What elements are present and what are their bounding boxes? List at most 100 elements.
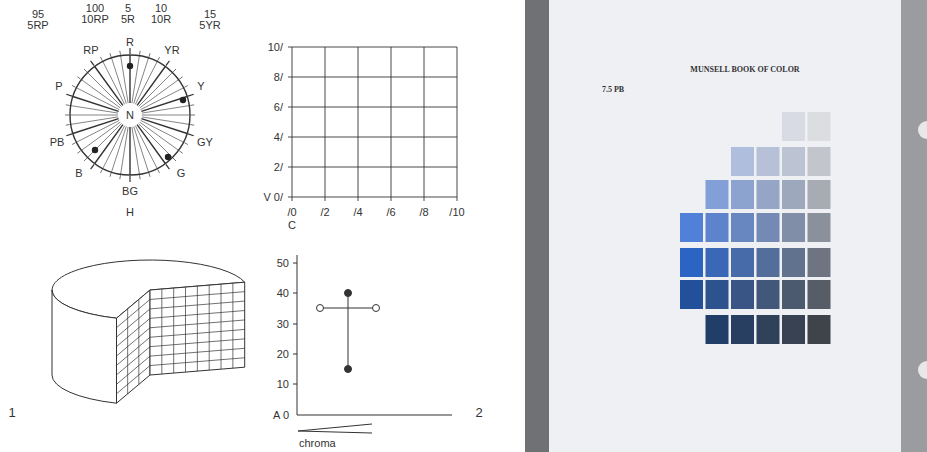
- binder-notch: [918, 361, 927, 379]
- chroma-range: [320, 308, 376, 309]
- axis-label: 10R: [151, 14, 171, 25]
- hue-dot: [92, 147, 98, 153]
- hue-spoke: [134, 58, 149, 104]
- axis-label: /6: [386, 207, 395, 218]
- hue-spoke: [88, 73, 122, 107]
- hue-spoke: [70, 115, 118, 116]
- axis-label: /10: [449, 207, 464, 218]
- axis-label: 10RP: [81, 14, 109, 25]
- colour-chip: [782, 213, 805, 242]
- hue-spoke: [142, 115, 190, 116]
- axis-label: chroma: [299, 438, 336, 449]
- hue-spoke: [141, 119, 187, 134]
- axis-label: 100: [86, 3, 104, 14]
- colour-chips: [680, 112, 831, 344]
- hue-tick: [188, 94, 194, 96]
- hue-spoke: [112, 126, 127, 172]
- axis-label: 5YR: [199, 20, 220, 31]
- hue-tick: [66, 124, 70, 126]
- axis-label: GY: [197, 137, 213, 148]
- axis-label: YR: [164, 45, 179, 56]
- grid-line: [292, 47, 293, 201]
- grid-line: [288, 77, 457, 78]
- hue-spoke: [134, 126, 149, 172]
- grid-line: [288, 197, 457, 198]
- axis-label: 50: [277, 258, 289, 269]
- hue-dot: [127, 63, 133, 69]
- hue-tick: [84, 158, 87, 161]
- colour-chip: [680, 280, 703, 309]
- tick: [293, 354, 297, 355]
- panel-number: 1: [8, 406, 15, 419]
- hue-spoke: [139, 73, 173, 107]
- axis-label: /8: [419, 207, 428, 218]
- tick: [293, 293, 297, 294]
- axis-label: P: [55, 81, 62, 92]
- grid-line: [457, 47, 458, 201]
- hue-spoke: [135, 126, 157, 169]
- colour-chip: [706, 248, 729, 277]
- axis-label: H: [126, 207, 134, 218]
- open-dot: [317, 305, 324, 312]
- axis-label: 8/: [274, 72, 283, 83]
- hue-spoke: [121, 56, 129, 103]
- page-caption: 7.5 PB: [602, 86, 624, 94]
- axis-label: 10: [155, 3, 167, 14]
- axis-label: 10/: [268, 42, 283, 53]
- axis-label: V 0/: [263, 192, 283, 203]
- colour-chip: [731, 248, 754, 277]
- axis-label: N: [126, 110, 134, 121]
- chroma-chart: [293, 255, 452, 433]
- hue-tick: [129, 176, 130, 182]
- hue-spoke: [88, 124, 122, 158]
- open-dot: [373, 305, 380, 312]
- axis-label: C: [288, 220, 296, 231]
- face-grid-line: [161, 289, 162, 374]
- filled-dot: [345, 366, 352, 373]
- hue-tick: [179, 77, 182, 79]
- hue-tick: [101, 169, 103, 173]
- value-range: [348, 293, 349, 369]
- colour-chip: [808, 315, 831, 344]
- hue-tick: [173, 69, 176, 72]
- colour-chip: [808, 180, 831, 209]
- hue-spoke: [132, 56, 140, 103]
- book-page-photo: [525, 0, 927, 452]
- hue-spoke: [140, 80, 179, 108]
- hue-tick: [72, 143, 76, 145]
- cut-face: [117, 290, 151, 403]
- axis-label: 4/: [274, 132, 283, 143]
- hue-tick: [77, 151, 80, 153]
- cylinder-wall: [52, 290, 117, 403]
- colour-chip: [706, 280, 729, 309]
- colour-chip: [757, 315, 780, 344]
- face-grid-line: [221, 284, 222, 369]
- hue-spoke: [129, 55, 130, 103]
- grid-line: [358, 47, 359, 201]
- hue-spoke: [141, 97, 187, 112]
- hue-tick: [129, 48, 130, 54]
- colour-chip: [731, 280, 754, 309]
- hue-spoke: [95, 67, 123, 106]
- hue-tick: [65, 115, 69, 116]
- colour-chip: [680, 213, 703, 242]
- grid-line: [424, 47, 425, 201]
- colour-chip: [808, 112, 831, 141]
- hue-tick: [119, 51, 121, 55]
- hue-spoke: [137, 125, 165, 164]
- colour-chip: [757, 213, 780, 242]
- page: [549, 0, 901, 452]
- colour-chip: [731, 213, 754, 242]
- colour-chip: [808, 147, 831, 176]
- hue-dot: [165, 154, 171, 160]
- binder-notch: [918, 121, 927, 139]
- axis-label: /4: [353, 207, 362, 218]
- face-grid-line: [138, 299, 139, 384]
- face-grid-line: [127, 309, 128, 394]
- binder-edge: [901, 0, 927, 452]
- colour-chip: [680, 248, 703, 277]
- axis-label: 2/: [274, 162, 283, 173]
- hue-spoke: [142, 106, 189, 114]
- axis-label: 40: [277, 288, 289, 299]
